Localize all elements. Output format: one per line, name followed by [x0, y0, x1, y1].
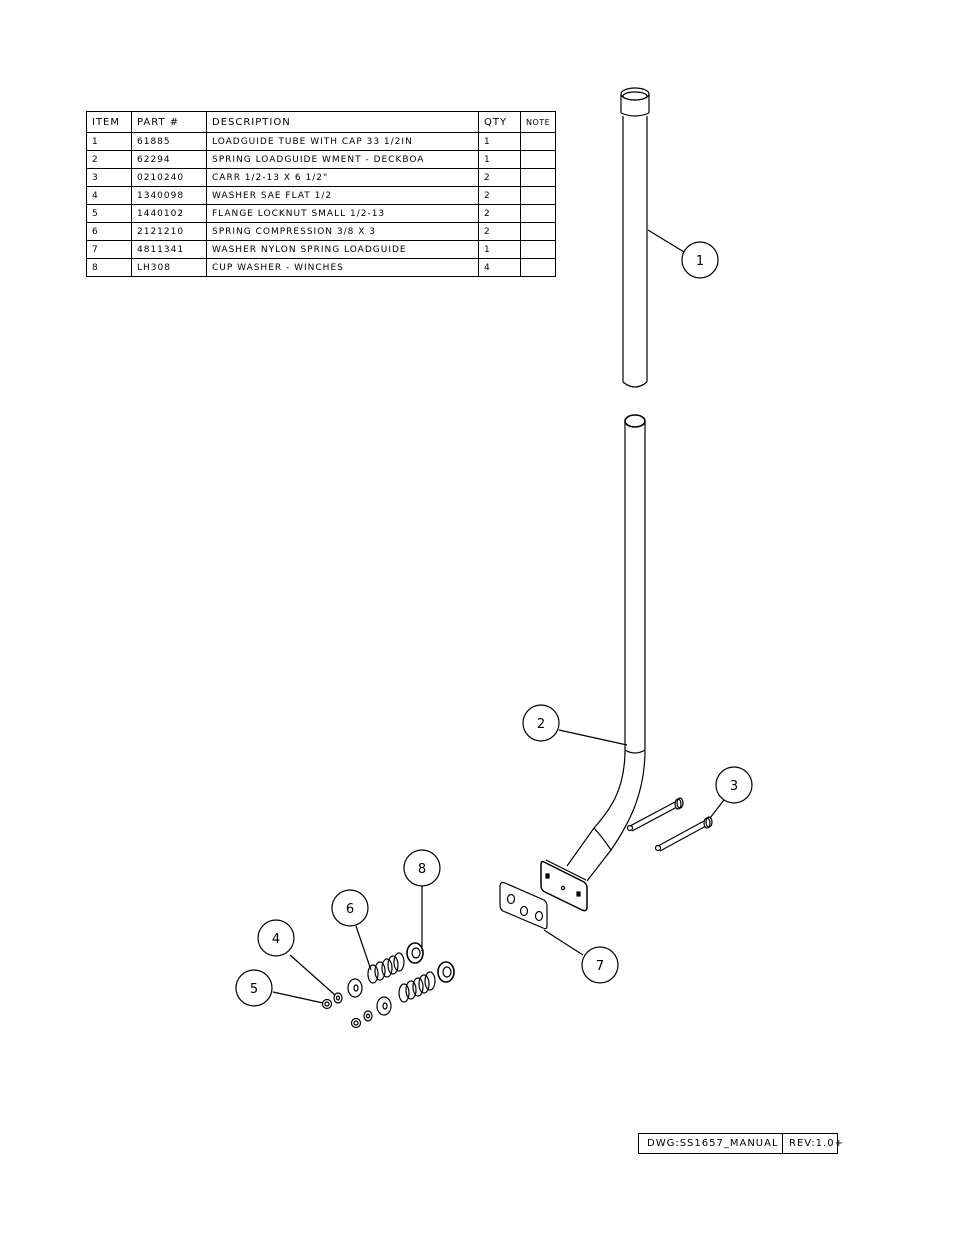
title-block: DWG:SS1657_MANUAL REV:1.0+ [638, 1133, 844, 1154]
leader-line-3 [709, 799, 725, 819]
bill-of-materials-table: ITEM PART # DESCRIPTION QTY NOTE 1 61885… [86, 111, 557, 277]
table-row: 7 4811341 WASHER NYLON SPRING LOADGUIDE … [86, 240, 557, 259]
spring-coil-lower [398, 971, 436, 1003]
table-row: 8 LH308 CUP WASHER - WINCHES 4 [86, 258, 557, 277]
spring-coil-upper [367, 952, 405, 984]
balloon-label-8: 8 [418, 862, 426, 877]
balloon-label-3: 3 [730, 779, 738, 794]
table-row: 2 62294 SPRING LOADGUIDE WMENT - DECKBOA… [86, 150, 557, 169]
revision-label: REV:1.0+ [789, 1138, 844, 1149]
balloon-item-8: 8 [403, 849, 441, 887]
cell-description: CUP WASHER - WINCHES [206, 258, 479, 277]
bom-header-row: ITEM PART # DESCRIPTION QTY NOTE [86, 111, 557, 133]
balloon-label-7: 7 [596, 959, 604, 974]
part-carriage-bolts [626, 797, 713, 852]
part-hardware-stack [321, 942, 455, 1029]
balloon-item-7: 7 [581, 946, 619, 984]
balloon-item-5: 5 [235, 969, 273, 1007]
balloon-item-4: 4 [257, 919, 295, 957]
table-row: 5 1440102 FLANGE LOCKNUT SMALL 1/2-13 2 [86, 204, 557, 223]
balloon-label-6: 6 [346, 902, 354, 917]
balloon-label-4: 4 [272, 932, 280, 947]
drawing-number: DWG:SS1657_MANUAL [639, 1134, 783, 1153]
balloon-label-5: 5 [250, 982, 258, 997]
balloon-item-1: 1 [681, 241, 719, 279]
balloon-label-2: 2 [537, 717, 545, 732]
part-nylon-washer-plate [499, 881, 548, 930]
cell-qty: 4 [478, 258, 521, 277]
leader-line-5 [272, 991, 324, 1004]
leader-line-7 [543, 929, 584, 956]
balloon-label-1: 1 [696, 254, 704, 269]
table-row: 4 1340098 WASHER SAE FLAT 1/2 2 [86, 186, 557, 205]
balloon-item-6: 6 [331, 889, 369, 927]
balloon-item-3: 3 [715, 766, 753, 804]
header-note: NOTE [519, 111, 557, 133]
leader-line-6 [355, 925, 372, 971]
leader-line-1 [647, 229, 685, 253]
part-loadguide-tube-with-cap [620, 87, 650, 388]
table-row: 1 61885 LOADGUIDE TUBE WITH CAP 33 1/2IN… [86, 132, 557, 151]
table-row: 6 2121210 SPRING COMPRESSION 3/8 X 3 2 [86, 222, 557, 241]
balloon-item-2: 2 [522, 704, 560, 742]
cell-note [519, 258, 557, 277]
leader-line-2 [558, 729, 628, 746]
leader-line-4 [289, 954, 336, 996]
part-spring-loadguide-weldment [540, 414, 646, 912]
